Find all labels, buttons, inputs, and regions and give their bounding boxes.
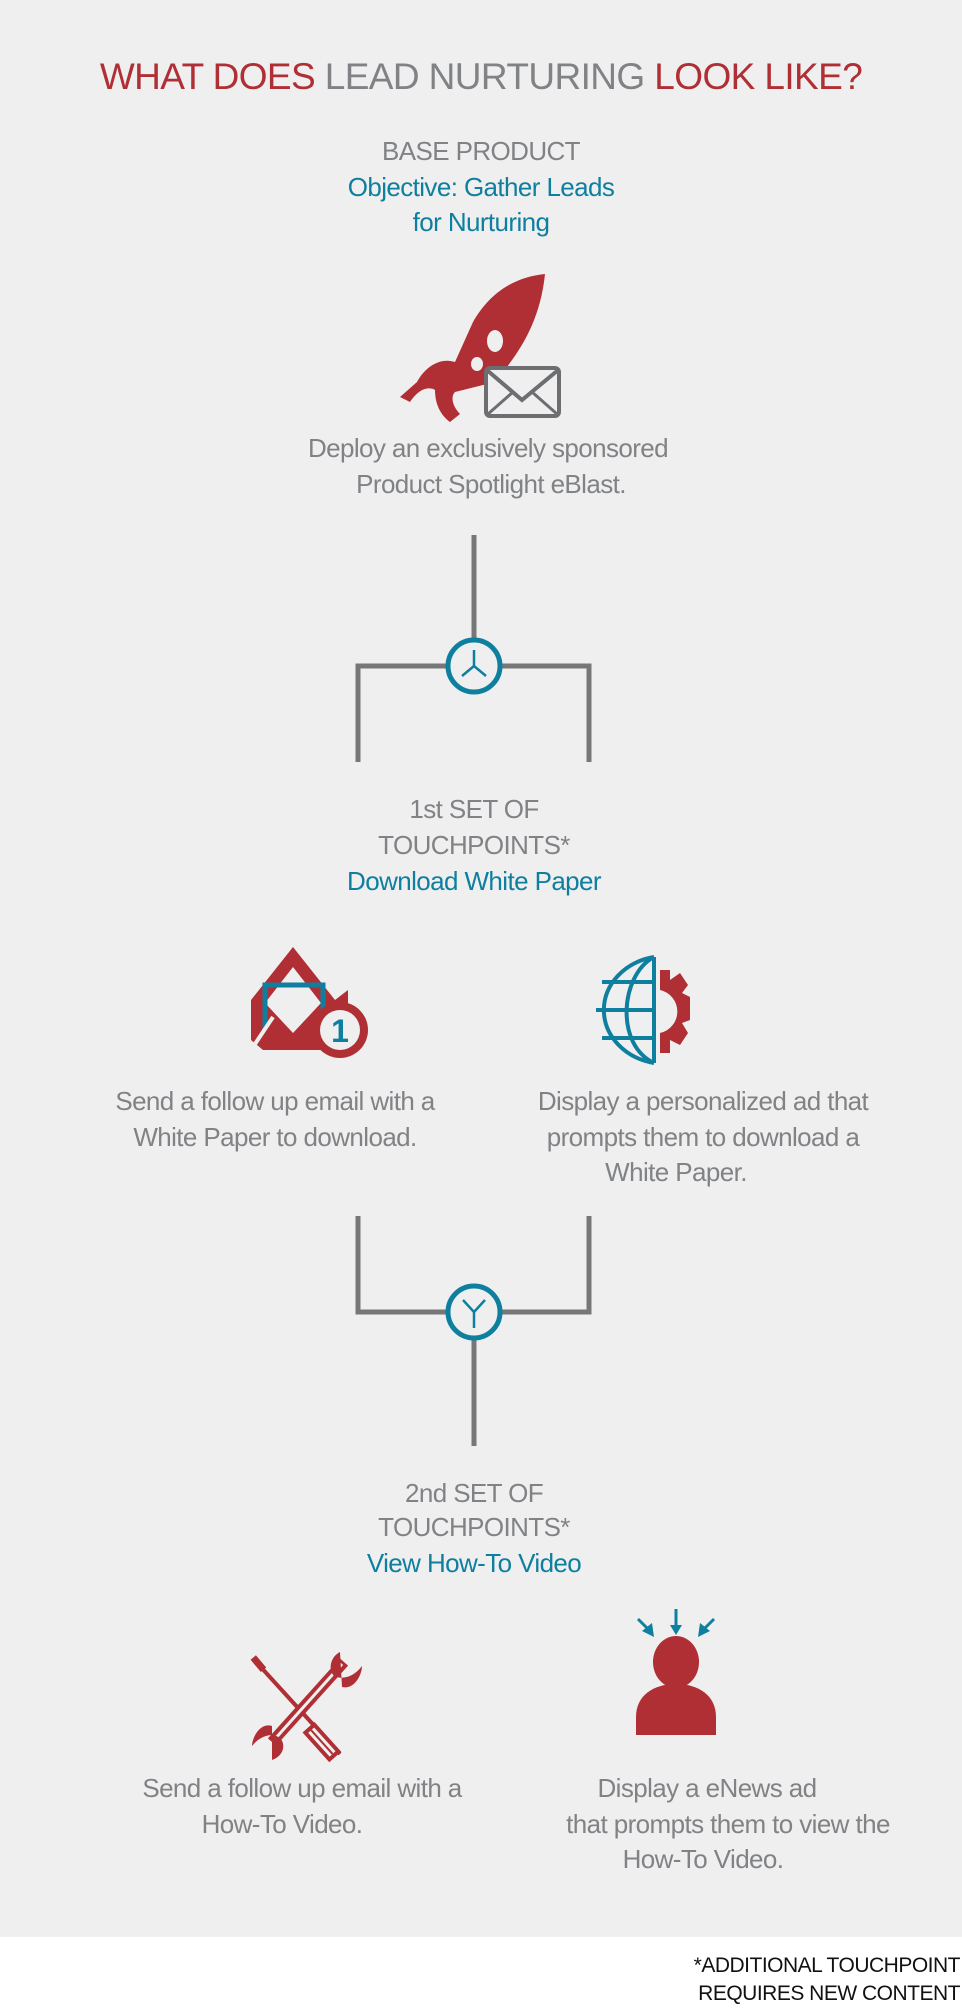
base-heading: BASE PRODUCT — [382, 136, 581, 166]
set1-item1-line1: Send a follow up email with a — [115, 1086, 435, 1116]
set1-item2-line1: Display a personalized ad that — [537, 1086, 869, 1116]
title-part-3: LOOK LIKE? — [654, 56, 863, 97]
footnote-line1: *ADDITIONAL TOUCHPOINT — [693, 1954, 961, 1977]
globe-gear-icon — [596, 955, 690, 1065]
person-attention-icon — [636, 1609, 716, 1735]
title-part-2: LEAD NURTURING — [324, 56, 645, 97]
set2-item2-line1: Display a eNews ad — [597, 1773, 818, 1803]
set2-item1-line1: Send a follow up email with a — [142, 1773, 462, 1803]
clock-icon — [445, 1283, 503, 1341]
email-badge-icon: 1 — [251, 947, 368, 1058]
set1-item2-line3: White Paper. — [605, 1157, 747, 1187]
set2-item2-line2: that prompts them to view the — [566, 1809, 890, 1839]
set2-heading-line1: 2nd SET OF — [404, 1478, 544, 1508]
tools-icon — [250, 1652, 362, 1763]
base-desc-line1: Deploy an exclusively sponsored — [307, 433, 669, 463]
set2-heading-line2: TOUCHPOINTS* — [378, 1512, 570, 1542]
set1-objective: Download White Paper — [347, 866, 602, 896]
email-badge-count: 1 — [331, 1013, 349, 1049]
set2-objective: View How-To Video — [366, 1548, 582, 1578]
clock-icon — [445, 637, 503, 695]
set2-item1-line2: How-To Video. — [201, 1809, 363, 1839]
set1-item1-line2: White Paper to download. — [133, 1122, 417, 1152]
set1-item2-line2: prompts them to download a — [546, 1122, 860, 1152]
title-part-1: WHAT DOES — [99, 56, 316, 97]
page-title: WHAT DOES LEAD NURTURING LOOK LIKE? — [99, 56, 863, 98]
set2-item2-line3: How-To Video. — [622, 1844, 784, 1874]
footnote-line2: REQUIRES NEW CONTENT — [698, 1982, 960, 2005]
footnote: *ADDITIONAL TOUCHPOINT REQUIRES NEW CONT… — [693, 1952, 961, 2008]
base-objective-line2: for Nurturing — [412, 207, 550, 237]
base-desc-line2: Product Spotlight eBlast. — [356, 469, 626, 499]
set1-heading-line1: 1st SET OF — [409, 794, 539, 824]
set1-heading-line2: TOUCHPOINTS* — [378, 830, 570, 860]
rocket-email-icon — [400, 274, 561, 422]
base-objective-line1: Objective: Gather Leads — [347, 172, 615, 202]
